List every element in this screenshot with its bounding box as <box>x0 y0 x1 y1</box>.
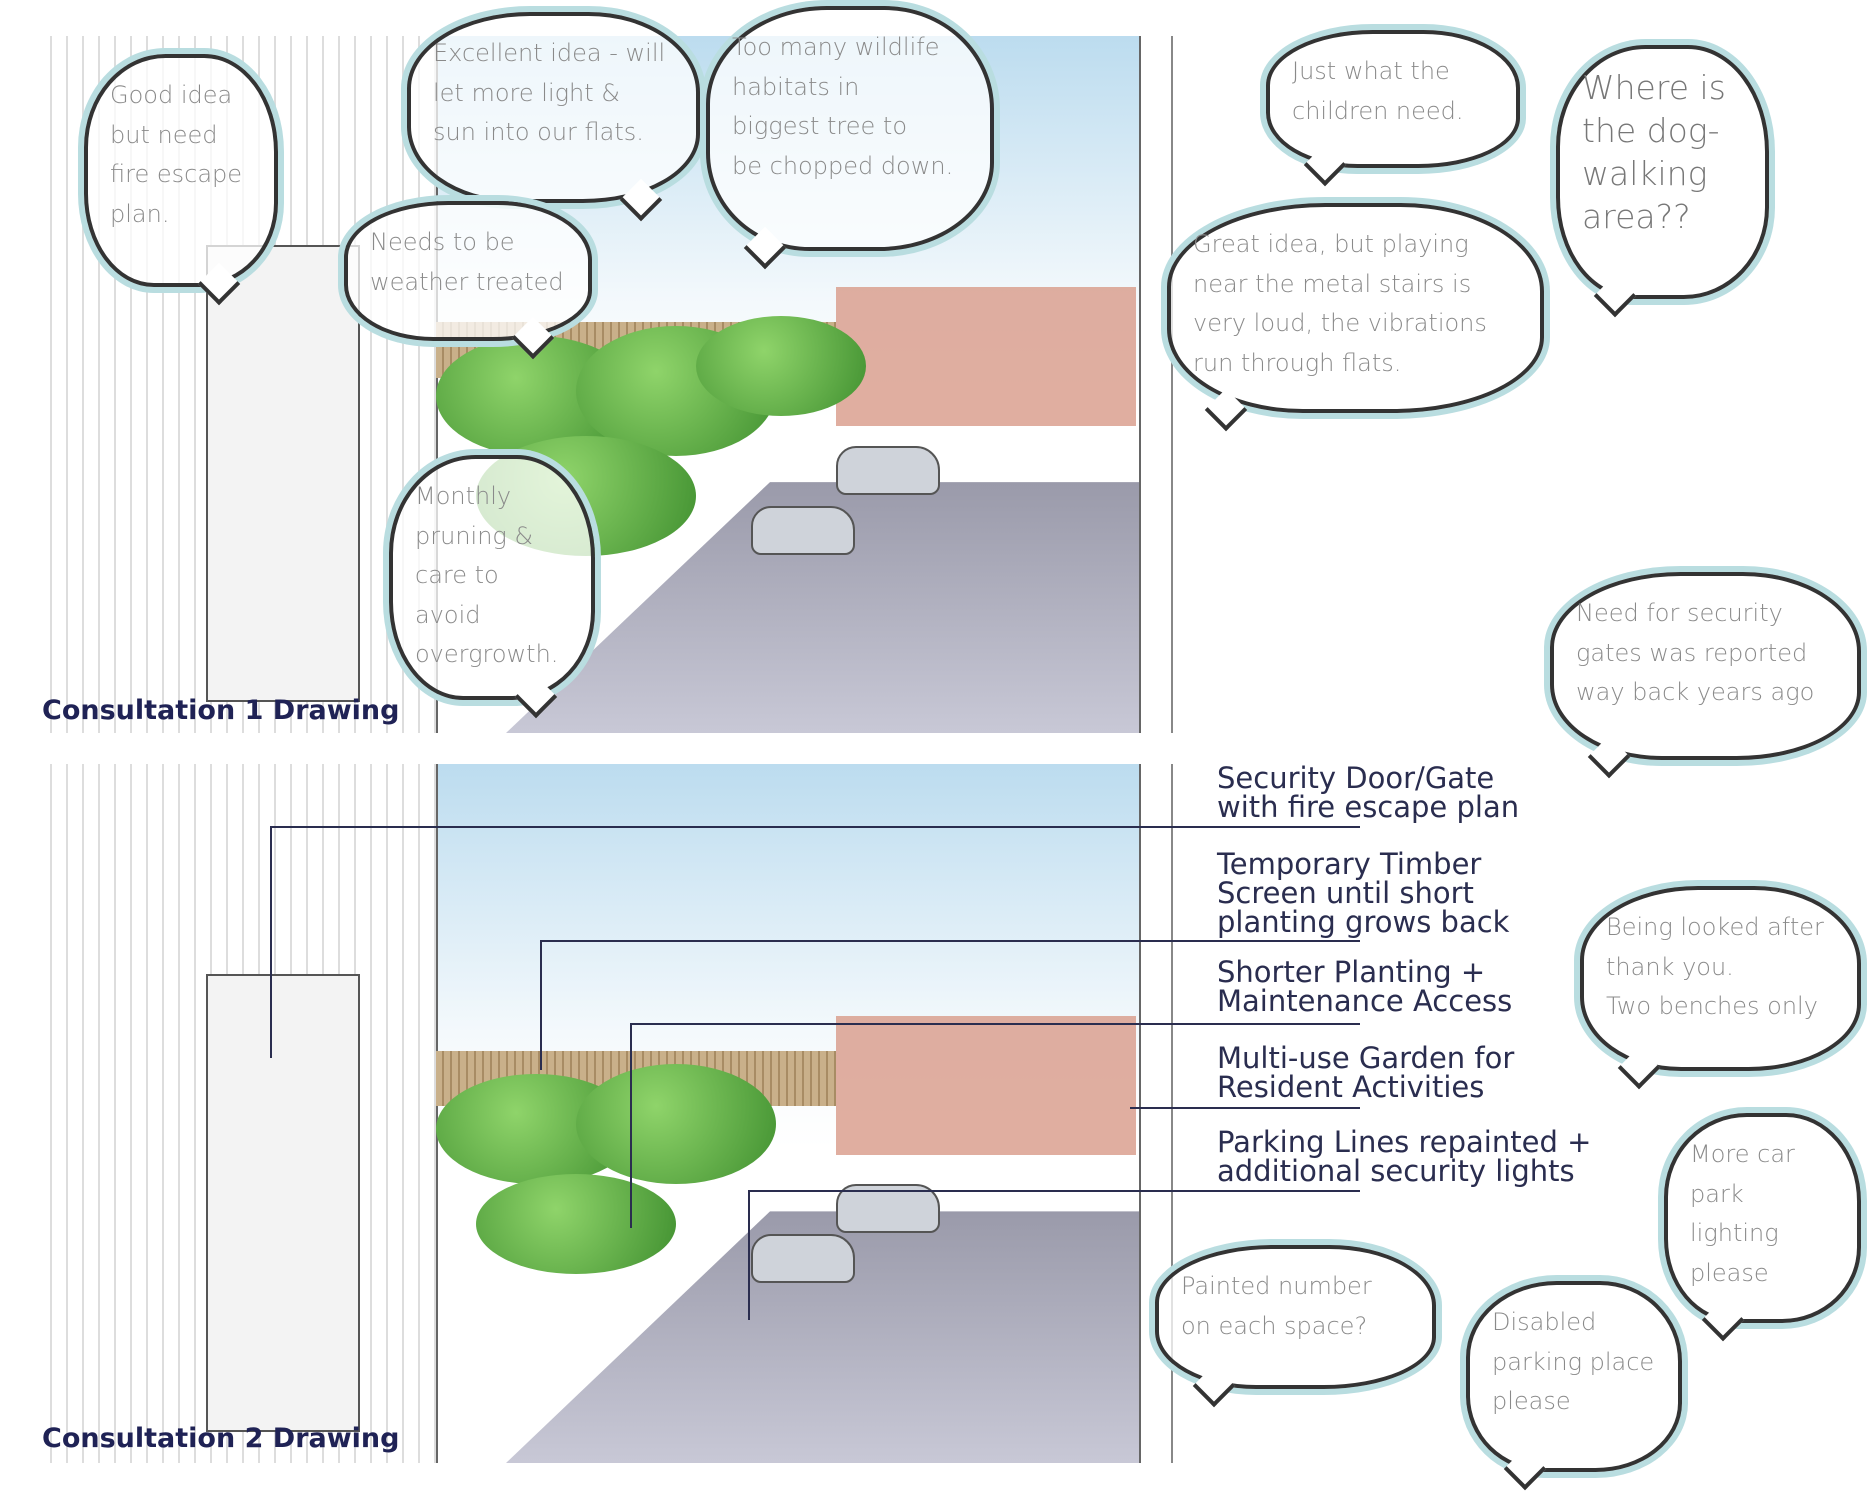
building-left <box>36 764 438 1463</box>
label-timber-screen: Temporary Timber Screen until short plan… <box>1217 847 1510 939</box>
car <box>836 1184 940 1233</box>
building-right <box>1139 36 1171 733</box>
label-security-door: Security Door/Gate with fire escape plan <box>1217 761 1520 824</box>
speech-bubble: Good idea but need fire escape plan. <box>84 54 278 287</box>
consultation-2-drawing <box>36 764 1173 1463</box>
speech-bubble: Too many wildlife habitats in biggest tr… <box>706 6 994 251</box>
speech-bubble: Needs to be weather treated <box>344 201 592 341</box>
leader-line <box>270 826 272 1058</box>
speech-bubble: Great idea, but playing near the metal s… <box>1167 203 1544 413</box>
brick-wall <box>836 1015 1136 1156</box>
speech-bubble: Need for security gates was reported way… <box>1550 572 1861 760</box>
planting <box>696 316 866 416</box>
caption-consultation-2: Consultation 2 Drawing <box>42 1423 400 1454</box>
planting <box>476 1174 676 1274</box>
corridor <box>206 245 360 703</box>
label-parking-lines: Parking Lines repainted + additional sec… <box>1217 1125 1592 1188</box>
leader-line <box>1130 1107 1360 1109</box>
label-multi-use-garden: Multi-use Garden for Resident Activities <box>1217 1041 1515 1104</box>
leader-line <box>270 826 1360 828</box>
leader-line <box>748 1190 750 1320</box>
speech-bubble: Painted number on each space? <box>1155 1245 1436 1389</box>
car <box>836 446 940 495</box>
speech-bubble: Disabled parking place please <box>1466 1281 1682 1472</box>
speech-bubble: Monthly pruning & care to avoid overgrow… <box>389 455 595 700</box>
speech-bubble: Just what the children need. <box>1266 30 1520 168</box>
leader-line <box>630 1023 1360 1025</box>
speech-bubble: Excellent idea - will let more light & s… <box>407 12 700 203</box>
leader-line <box>540 940 542 1070</box>
caption-consultation-1: Consultation 1 Drawing <box>42 695 400 726</box>
label-shorter-planting: Shorter Planting + Maintenance Access <box>1217 955 1513 1018</box>
leader-line <box>748 1190 1360 1192</box>
speech-bubble: Being looked after thank you. Two benche… <box>1580 886 1861 1071</box>
car <box>751 1234 855 1283</box>
leader-line <box>540 940 1360 942</box>
corridor <box>206 973 360 1433</box>
planting <box>576 1064 776 1184</box>
brick-wall <box>836 286 1136 427</box>
leader-line <box>630 1023 632 1228</box>
car <box>751 506 855 555</box>
speech-bubble: More car park lighting please <box>1664 1113 1861 1323</box>
speech-bubble: Where is the dog- walking area?? <box>1556 45 1769 299</box>
